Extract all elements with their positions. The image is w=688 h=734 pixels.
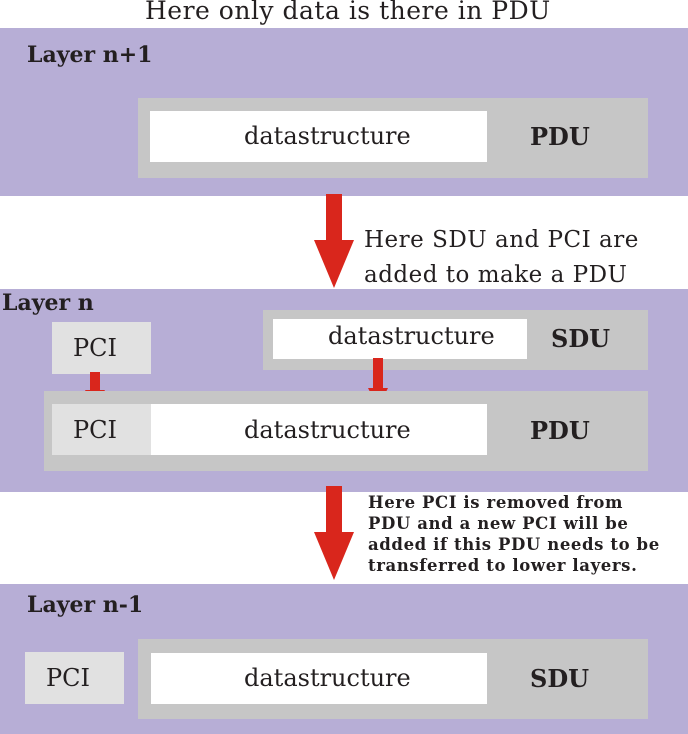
arrow-note-2-line3: added if this PDU needs to be — [368, 535, 660, 554]
down-arrow-icon — [314, 194, 354, 288]
layer-n-minus-1-datastructure-box — [151, 653, 487, 704]
layer-n-title: Layer n — [2, 290, 94, 316]
layer-n-minus-1-title: Layer n-1 — [27, 592, 144, 618]
layer-n-plus-1-pdu-tag: PDU — [530, 122, 590, 151]
layer-n-sdu-datastructure-box — [273, 319, 527, 359]
layer-n-pdu-datastructure-box — [151, 404, 487, 455]
down-arrow-icon — [314, 486, 354, 580]
arrow-note-1-line1: Here SDU and PCI are — [364, 227, 639, 253]
layer-n-pdu-datastructure-label: datastructure — [244, 416, 411, 444]
layer-n-plus-1-title: Layer n+1 — [27, 42, 153, 68]
arrow-note-1-line2: added to make a PDU — [364, 262, 628, 288]
layer-n-minus-1-datastructure-label: datastructure — [244, 664, 411, 692]
layer-n-minus-1-pci-label: PCI — [46, 664, 90, 692]
layer-n-pci-box — [52, 322, 151, 374]
layer-n-minus-1-pci-box — [25, 652, 124, 704]
layer-n-pdu-pci-label: PCI — [73, 416, 117, 444]
arrow-note-2-line1: Here PCI is removed from — [368, 493, 624, 512]
layer-n-plus-1-datastructure-box — [150, 111, 487, 162]
top-caption: Here only data is there in PDU — [145, 0, 551, 25]
arrow-note-2-line2: PDU and a new PCI will be — [368, 514, 629, 533]
layer-n-pdu-pci-segment — [52, 404, 151, 455]
layer-n-minus-1-sdu-tag: SDU — [530, 664, 590, 693]
layer-n-plus-1-datastructure-label: datastructure — [244, 122, 411, 150]
layer-n-pci-label: PCI — [73, 334, 117, 362]
layer-n-pdu-tag: PDU — [530, 416, 590, 445]
layer-n-sdu-datastructure-label: datastructure — [328, 322, 495, 350]
arrow-note-2-line4: transferred to lower layers. — [368, 556, 638, 575]
layer-n-sdu-tag: SDU — [551, 324, 611, 353]
